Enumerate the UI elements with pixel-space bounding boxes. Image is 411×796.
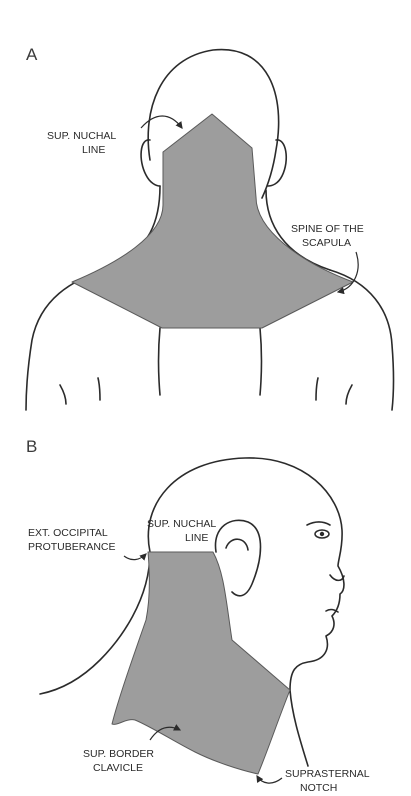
panel-b-letter: B: [26, 437, 37, 456]
panel-b-label-sup-border-clavicle: SUP. BORDER CLAVICLE: [83, 748, 157, 774]
panel-a-left-ear: [141, 140, 160, 186]
panel-b-label-suprasternal-notch: SUPRASTERNAL NOTCH: [285, 768, 372, 794]
panel-a: A SUP. NUCHAL LINE SPINE OF THE SCAPULA: [26, 45, 394, 410]
panel-b-ear-inner: [226, 539, 248, 550]
panel-a-torso-left: [159, 328, 161, 395]
panel-b-pupil: [320, 532, 324, 536]
panel-a-letter: A: [26, 45, 38, 64]
panel-a-back-crease-l2: [98, 378, 100, 400]
panel-a-arrow-nuchal-line: [141, 116, 182, 128]
panel-b-shaded-region: [112, 552, 290, 774]
panel-a-back-crease-r2: [316, 378, 318, 400]
panel-b-chest: [290, 690, 308, 766]
panel-b-eyebrow: [307, 522, 330, 525]
panel-b-label-nuchal-line: SUP. NUCHAL LINE: [147, 518, 219, 544]
panel-b: B SUP. NUCHAL LINE EXT. OCCIPITAL PROTUB…: [26, 437, 372, 794]
panel-a-shaded-region: [72, 114, 353, 328]
panel-a-label-nuchal-line: SUP. NUCHAL LINE: [47, 130, 119, 156]
panel-a-torso-right: [260, 328, 262, 395]
panel-a-label-spine-scapula: SPINE OF THE SCAPULA: [291, 223, 367, 249]
panel-b-arrow-suprasternal: [257, 776, 282, 783]
panel-b-label-ext-occipital: EXT. OCCIPITAL PROTUBERANCE: [28, 527, 116, 553]
panel-b-arrow-ext-occipital: [124, 554, 146, 560]
panel-a-back-crease-l1: [60, 385, 66, 404]
panel-a-back-crease-r1: [346, 385, 352, 404]
